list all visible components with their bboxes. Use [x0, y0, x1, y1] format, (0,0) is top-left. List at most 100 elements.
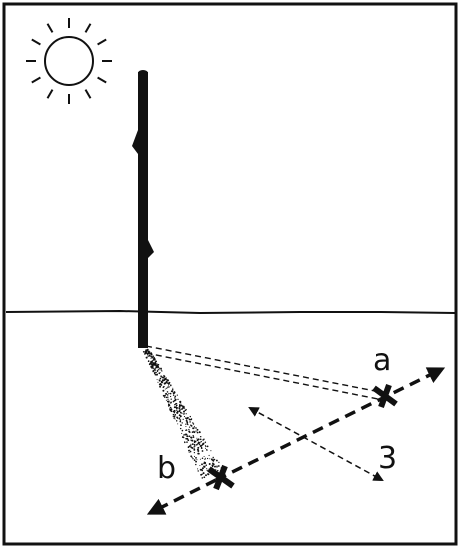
stipple-dot — [216, 465, 218, 468]
stipple-dot — [177, 398, 179, 401]
stipple-dot — [152, 355, 154, 358]
stipple-dot — [185, 429, 188, 431]
stipple-dot — [187, 424, 189, 426]
stipple-dot — [146, 353, 148, 355]
stipple-dot — [168, 401, 170, 403]
stipple-dot — [215, 459, 218, 462]
stipple-dot — [191, 443, 194, 445]
stipple-dot — [185, 437, 187, 440]
stipple-dot — [193, 431, 196, 434]
stipple-dot — [203, 455, 205, 458]
stipple-dot — [175, 420, 178, 422]
stipple-dot — [167, 380, 170, 382]
stipple-dot — [201, 467, 204, 470]
stipple-dot — [176, 409, 178, 412]
stipple-dot — [206, 445, 209, 448]
stipple-dot — [159, 385, 162, 388]
stipple-dot — [197, 442, 199, 445]
stipple-dot — [165, 396, 168, 399]
stipple-dot — [173, 415, 176, 418]
label-3: 3 — [378, 441, 397, 476]
stipple-dot — [179, 400, 182, 403]
stipple-dot — [169, 395, 172, 398]
stipple-dot — [160, 369, 162, 371]
stipple-dot — [204, 447, 207, 449]
stipple-dot — [179, 419, 182, 421]
stipple-dot — [168, 382, 170, 385]
stipple-dot — [201, 463, 203, 466]
stipple-dot — [192, 427, 195, 430]
stipple-dot — [215, 468, 217, 470]
stipple-dot — [183, 413, 185, 415]
stipple-dot — [192, 423, 195, 425]
stipple-dot — [213, 458, 215, 461]
stipple-dot — [179, 409, 181, 411]
stipple-dot — [183, 410, 185, 413]
stipple-dot — [165, 399, 167, 401]
stipple-dot — [175, 406, 178, 409]
stipple-dot — [150, 355, 153, 357]
stipple-dot — [189, 421, 191, 423]
stipple-dot — [152, 361, 154, 364]
stipple-dot — [191, 439, 194, 442]
stipple-dot — [212, 456, 214, 459]
stipple-dot — [204, 457, 206, 459]
stipple-dot — [210, 450, 212, 452]
stipple-dot — [194, 427, 196, 429]
stipple-dot — [201, 457, 204, 460]
stipple-dot — [166, 391, 169, 393]
stipple-dot — [190, 439, 192, 441]
stipple-dot — [176, 404, 178, 406]
stipple-dot — [188, 451, 190, 453]
stipple-dot — [159, 377, 162, 380]
stipple-dot — [165, 378, 168, 381]
stipple-dot — [207, 473, 209, 475]
stipple-dot — [173, 399, 176, 402]
stipple-dot — [178, 407, 181, 410]
stipple-dot — [167, 386, 169, 388]
stipple-dot — [193, 451, 196, 454]
stipple-dot — [186, 416, 189, 419]
stipple-dot — [199, 458, 201, 460]
stipple-dot — [165, 392, 168, 395]
stipple-dot — [168, 400, 170, 402]
stipple-dot — [154, 367, 156, 370]
stipple-dot — [205, 445, 207, 447]
stipple-dot — [161, 376, 163, 378]
stipple-dot — [146, 357, 148, 359]
stipple-dot — [158, 367, 160, 369]
stipple-dot — [179, 416, 181, 419]
stipple-dot — [157, 381, 159, 383]
stipple-dot — [168, 386, 170, 388]
stipple-dot — [205, 474, 207, 477]
stipple-dot — [202, 473, 204, 475]
stipple-dot — [148, 351, 151, 353]
stipple-dot — [185, 425, 187, 428]
stipple-dot — [202, 472, 205, 475]
stipple-dot — [206, 449, 208, 451]
stipple-dot — [181, 422, 183, 424]
stipple-dot — [168, 392, 170, 395]
stipple-dot — [145, 350, 147, 352]
stipple-dot — [163, 382, 166, 385]
stipple-dot — [199, 438, 202, 441]
stipple-dot — [178, 410, 181, 412]
stipple-dot — [170, 385, 172, 387]
stipple-dot — [168, 384, 169, 386]
stipple-dot — [166, 394, 169, 396]
stipple-dot — [167, 396, 169, 398]
stipple-dot — [197, 468, 199, 470]
stipple-dot — [158, 383, 161, 386]
stipple-dot — [158, 369, 160, 371]
stipple-dot — [150, 360, 152, 363]
stipple-dot — [188, 428, 190, 431]
stipple-dot — [150, 353, 153, 356]
stipple-dot — [184, 441, 186, 444]
stipple-dot — [203, 465, 205, 468]
stipple-dot — [189, 415, 191, 418]
stipple-dot — [182, 405, 184, 408]
stipple-dot — [190, 443, 192, 445]
stipple-dot — [204, 462, 207, 464]
stipple-dot — [186, 441, 188, 443]
stipple-dot — [197, 441, 200, 444]
